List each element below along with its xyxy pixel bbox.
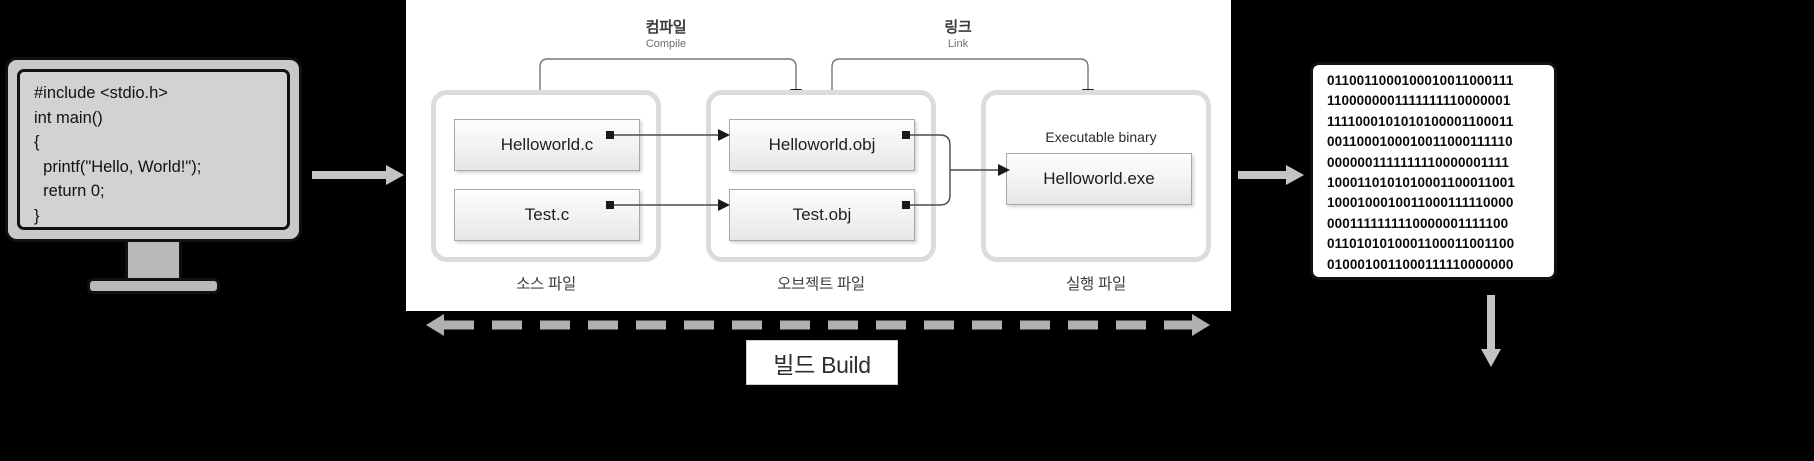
stage-label-compile-ko: 컴파일	[645, 19, 687, 36]
code-line: printf("Hello, World!");	[34, 157, 202, 176]
code-line: int main()	[34, 108, 103, 127]
file-box-helloworld-obj[interactable]: Helloworld.obj	[729, 119, 915, 171]
stage-label-link: 링크 Link	[878, 18, 1038, 51]
code-line: {	[34, 133, 40, 151]
arrow-binary-downward	[1481, 295, 1501, 367]
file-box-test-obj[interactable]: Test.obj	[729, 189, 915, 241]
build-process-diagram: 컴파일 Compile 링크 Link Helloworld.c Test.c …	[406, 0, 1231, 385]
group-source-files: Helloworld.c Test.c	[431, 90, 661, 262]
group-caption-executable-file: 실행 파일	[1066, 276, 1126, 293]
source-code-monitor: #include <stdio.h> int main() { printf("…	[5, 57, 302, 294]
group-caption-object-files: 오브젝트 파일	[777, 276, 865, 293]
binary-line: 0100010011000111110000000	[1327, 256, 1514, 272]
binary-line: 1000110101010001100011001	[1327, 175, 1515, 191]
stage-label-link-en: Link	[947, 38, 969, 50]
binary-line: 1111000101010100001100011	[1327, 113, 1514, 129]
binary-line: 0110101010001100011001100	[1327, 236, 1515, 252]
binary-line: 0000001111111110000001111	[1327, 154, 1510, 170]
monitor-neck	[125, 242, 182, 280]
stage-label-compile: 컴파일 Compile	[586, 18, 746, 51]
code-line: #include <stdio.h>	[34, 84, 168, 102]
group-executable-file: Executable binary Helloworld.exe	[981, 90, 1211, 262]
binary-line: 0011000100010011000111110	[1327, 134, 1513, 150]
code-line: return 0;	[34, 182, 105, 200]
arrow-diagram-to-binary	[1238, 165, 1304, 185]
build-label-box: 빌드 Build	[746, 340, 898, 385]
binary-line: 0110011000100010011000111	[1327, 73, 1514, 88]
binary-line: 1100000001111111110000001	[1327, 93, 1511, 109]
stage-label-compile-en: Compile	[645, 38, 687, 50]
code-line: }	[34, 206, 40, 225]
executable-binary-title: Executable binary	[1045, 129, 1157, 145]
arrow-monitor-to-diagram	[312, 165, 404, 185]
binary-output-panel: 0110011000100010011000111 11000000011111…	[1310, 62, 1557, 280]
binary-line: 0001111111110000001111100	[1327, 215, 1509, 231]
monitor-bezel: #include <stdio.h> int main() { printf("…	[5, 57, 302, 242]
file-box-helloworld-c[interactable]: Helloworld.c	[454, 119, 640, 171]
group-caption-source-files: 소스 파일	[516, 276, 576, 293]
monitor-screen: #include <stdio.h> int main() { printf("…	[17, 69, 290, 230]
build-span-arrow	[426, 314, 1210, 336]
file-box-test-c[interactable]: Test.c	[454, 189, 640, 241]
monitor-base	[87, 278, 220, 294]
file-box-helloworld-exe[interactable]: Helloworld.exe	[1006, 153, 1192, 205]
group-object-files: Helloworld.obj Test.obj	[706, 90, 936, 262]
binary-line: 1000100010011000111110000	[1327, 195, 1514, 211]
stage-label-link-ko: 링크	[944, 19, 972, 36]
